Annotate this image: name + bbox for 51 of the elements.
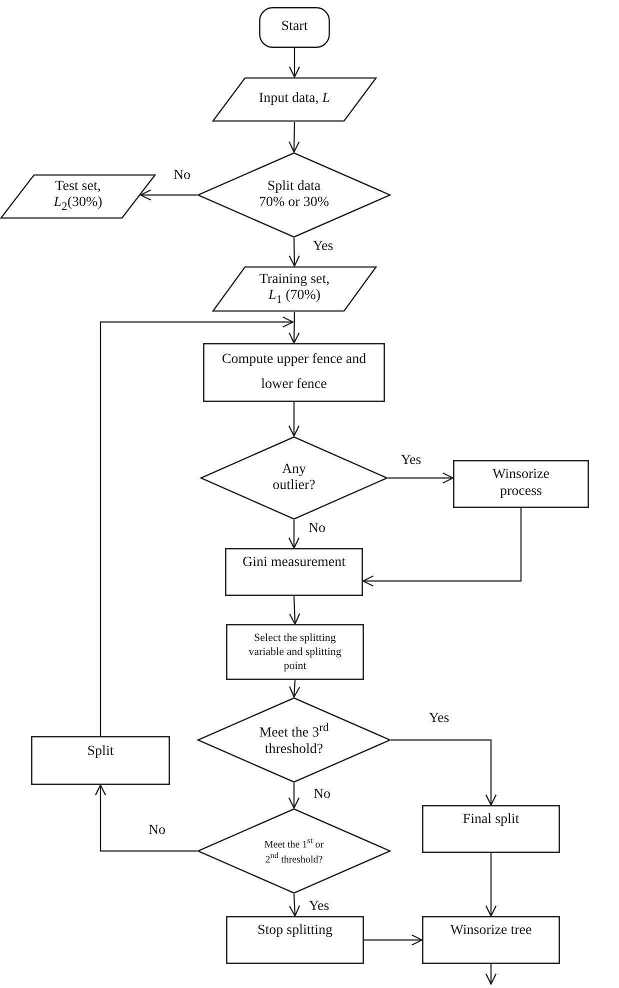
arrow	[94, 784, 197, 852]
arrow	[288, 402, 300, 437]
process-box	[203, 343, 385, 402]
process-box	[422, 805, 560, 853]
process-box	[226, 624, 364, 680]
process-box	[453, 460, 589, 508]
arrow	[288, 238, 300, 267]
data-label: Input data, L	[258, 91, 330, 108]
decision-label: Any outlier?	[272, 462, 316, 494]
process-label: Select the splitting variable and splitting point	[248, 630, 342, 674]
arrow	[364, 934, 423, 946]
output-parallelogram	[0, 174, 156, 219]
process-box	[225, 548, 363, 596]
process-label: Compute upper fence and lower fence	[220, 351, 368, 394]
data-parallelogram	[212, 266, 377, 312]
arrow	[140, 189, 197, 201]
arrow	[288, 48, 300, 78]
arrow	[362, 508, 522, 587]
decision-diamond	[200, 436, 388, 520]
process-box	[226, 916, 364, 964]
arrow	[288, 122, 300, 153]
arrow	[485, 964, 497, 985]
process-label: Winsorize process	[492, 467, 550, 501]
arrow	[288, 312, 300, 344]
arrow	[100, 316, 294, 736]
arrow	[288, 783, 300, 809]
arrow	[388, 472, 454, 484]
terminal-label: Start	[281, 19, 308, 36]
arrow	[485, 853, 497, 917]
decision-label: Meet the 1$^{st}$ or 2$^{nd}$ threshold?	[263, 836, 325, 866]
process-label: Stop splitting	[257, 923, 333, 940]
decision-label: Meet the 3$^{rd}$ threshold?	[258, 720, 330, 760]
arrow	[289, 680, 300, 698]
data-label: Training set, L$_{1}$ (70%)	[258, 272, 331, 306]
arrow	[391, 739, 497, 806]
decision-diamond	[197, 808, 391, 894]
decision-diamond	[197, 152, 391, 238]
decision-label: Split data 70% or 30%	[258, 178, 330, 212]
decision-diamond	[197, 697, 391, 783]
input-parallelogram	[212, 77, 377, 122]
data-label: Test set, L$_{2}$(30%)	[52, 179, 104, 214]
process-label: Final split	[462, 812, 520, 829]
arrow	[288, 894, 300, 917]
arrow	[288, 520, 300, 549]
start-terminal	[259, 7, 330, 48]
process-box	[422, 916, 560, 964]
arrow	[289, 596, 300, 625]
process-box	[31, 736, 170, 785]
process-label: Split	[87, 744, 114, 761]
process-label: Winsorize tree	[450, 923, 532, 940]
process-label: Gini measurement	[242, 555, 346, 572]
